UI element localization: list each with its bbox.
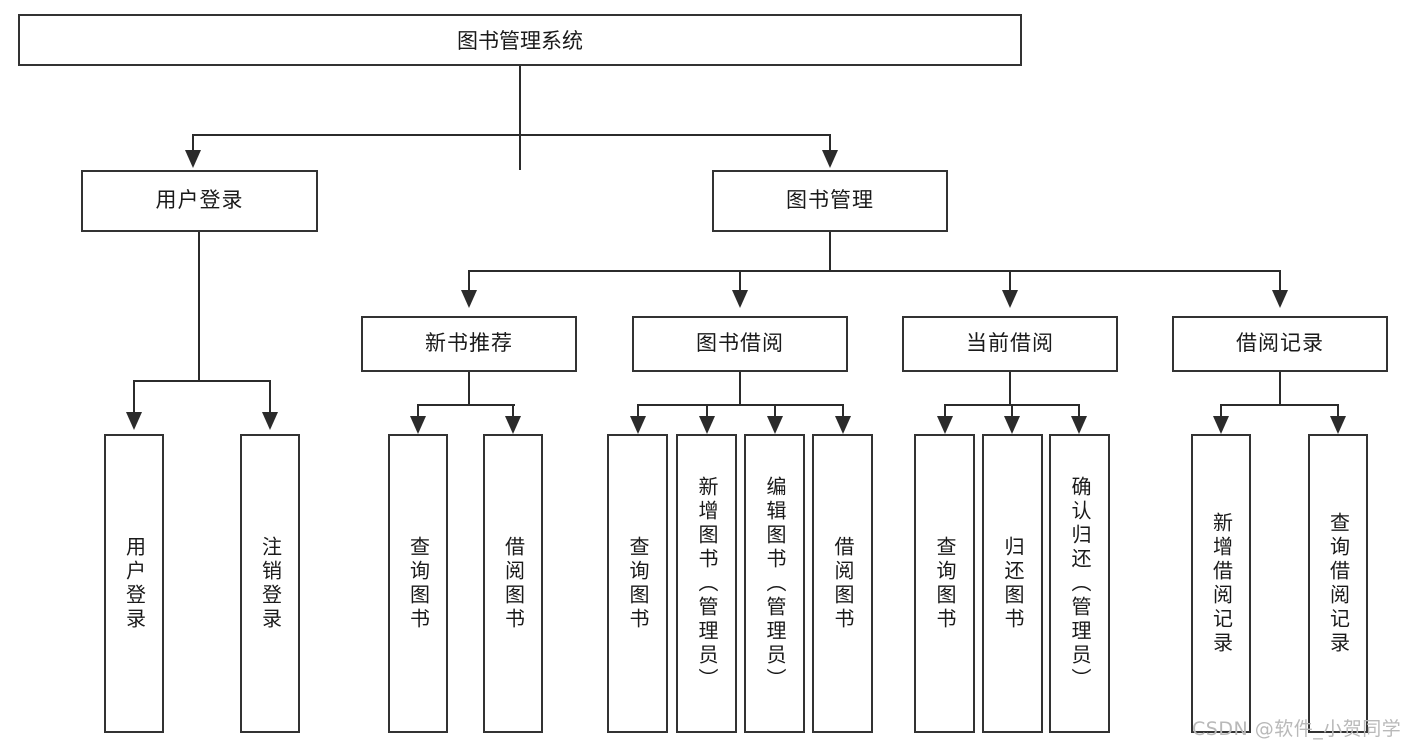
- connector-book-borrow-leaf-3: [842, 404, 844, 418]
- leaf-label: 借阅图书: [831, 535, 855, 632]
- connector-current-borrow-leaf-1: [1011, 404, 1013, 418]
- arrow-book-mgmt-to-book-borrow: [732, 290, 748, 308]
- node-label: 当前借阅: [966, 331, 1054, 356]
- connector-root-bus: [192, 134, 831, 136]
- connector-root-to-book-mgmt: [829, 134, 831, 152]
- arrow-borrow-record-leaf-1: [1330, 416, 1346, 434]
- node-label: 借阅记录: [1236, 331, 1324, 356]
- leaf-label: 新增图书（管理员）: [695, 475, 719, 692]
- leaf-current-borrow-2[interactable]: 确认归还（管理员）: [1049, 434, 1110, 733]
- leaf-new-book-recommend-0[interactable]: 查询图书: [388, 434, 448, 733]
- connector-user-login-bus: [133, 380, 270, 382]
- leaf-label: 确认归还（管理员）: [1068, 475, 1092, 692]
- connector-new-book-bus: [417, 404, 515, 406]
- leaf-label: 注销登录: [258, 535, 283, 632]
- connector-user-login-stem: [198, 232, 200, 382]
- node-label: 图书借阅: [696, 331, 784, 356]
- leaf-borrow-record-1[interactable]: 查询借阅记录: [1308, 434, 1368, 733]
- connector-current-borrow-stem: [1009, 372, 1011, 406]
- node-book-management[interactable]: 图书管理: [712, 170, 948, 232]
- arrow-book-mgmt-to-new-book: [461, 290, 477, 308]
- node-label: 新书推荐: [425, 331, 513, 356]
- arrow-new-book-leaf-0: [410, 416, 426, 434]
- arrow-book-borrow-leaf-3: [835, 416, 851, 434]
- arrow-root-to-user-login: [185, 150, 201, 168]
- connector-new-book-leaf-0: [417, 404, 419, 418]
- connector-book-mgmt-to-current-borrow: [1009, 270, 1011, 292]
- connector-book-borrow-bus: [637, 404, 844, 406]
- connector-book-mgmt-bus: [468, 270, 1280, 272]
- leaf-book-borrow-1[interactable]: 新增图书（管理员）: [676, 434, 737, 733]
- arrow-user-login-leaf-0: [126, 412, 142, 430]
- node-new-book-recommend[interactable]: 新书推荐: [361, 316, 577, 372]
- node-current-borrow[interactable]: 当前借阅: [902, 316, 1118, 372]
- leaf-label: 用户登录: [122, 535, 147, 632]
- leaf-user-login-0[interactable]: 用户登录: [104, 434, 164, 733]
- node-root-system[interactable]: 图书管理系统: [18, 14, 1022, 66]
- connector-new-book-stem: [468, 372, 470, 406]
- node-label: 用户登录: [155, 188, 244, 213]
- leaf-label: 查询图书: [626, 535, 650, 632]
- leaf-book-borrow-2[interactable]: 编辑图书（管理员）: [744, 434, 805, 733]
- arrow-book-mgmt-to-borrow-record: [1272, 290, 1288, 308]
- leaf-label: 归还图书: [1001, 535, 1025, 632]
- arrow-user-login-leaf-1: [262, 412, 278, 430]
- connector-new-book-leaf-1: [512, 404, 514, 418]
- leaf-label: 查询图书: [933, 535, 957, 632]
- leaf-current-borrow-0[interactable]: 查询图书: [914, 434, 975, 733]
- connector-book-mgmt-to-new-book: [468, 270, 470, 292]
- arrow-book-mgmt-to-current-borrow: [1002, 290, 1018, 308]
- leaf-user-login-1[interactable]: 注销登录: [240, 434, 300, 733]
- connector-borrow-record-leaf-1: [1337, 404, 1339, 418]
- arrow-book-borrow-leaf-1: [699, 416, 715, 434]
- node-label: 图书管理系统: [457, 29, 583, 53]
- arrow-borrow-record-leaf-0: [1213, 416, 1229, 434]
- arrow-current-borrow-leaf-0: [937, 416, 953, 434]
- arrow-root-to-book-mgmt: [822, 150, 838, 168]
- arrow-book-borrow-leaf-2: [767, 416, 783, 434]
- node-book-borrow[interactable]: 图书借阅: [632, 316, 848, 372]
- csdn-watermark: CSDN @软件_小贺同学: [1192, 718, 1402, 740]
- connector-book-mgmt-to-book-borrow: [739, 270, 741, 292]
- leaf-label: 新增借阅记录: [1209, 511, 1234, 656]
- leaf-label: 查询借阅记录: [1326, 511, 1351, 656]
- leaf-new-book-recommend-1[interactable]: 借阅图书: [483, 434, 543, 733]
- leaf-label: 编辑图书（管理员）: [763, 475, 787, 692]
- leaf-label: 借阅图书: [501, 535, 526, 632]
- arrow-new-book-leaf-1: [505, 416, 521, 434]
- connector-root-stem: [519, 66, 521, 170]
- connector-current-borrow-leaf-2: [1078, 404, 1080, 418]
- connector-book-borrow-stem: [739, 372, 741, 406]
- node-user-login[interactable]: 用户登录: [81, 170, 318, 232]
- arrow-book-borrow-leaf-0: [630, 416, 646, 434]
- leaf-book-borrow-0[interactable]: 查询图书: [607, 434, 668, 733]
- connector-borrow-record-bus: [1220, 404, 1339, 406]
- connector-book-mgmt-to-borrow-record: [1279, 270, 1281, 292]
- node-borrow-record[interactable]: 借阅记录: [1172, 316, 1388, 372]
- leaf-borrow-record-0[interactable]: 新增借阅记录: [1191, 434, 1251, 733]
- leaf-book-borrow-3[interactable]: 借阅图书: [812, 434, 873, 733]
- connector-book-borrow-leaf-1: [706, 404, 708, 418]
- node-label: 图书管理: [786, 188, 874, 213]
- connector-user-login-leaf-0: [133, 380, 135, 414]
- connector-current-borrow-leaf-0: [944, 404, 946, 418]
- connector-book-mgmt-stem: [829, 232, 831, 272]
- connector-book-borrow-leaf-2: [774, 404, 776, 418]
- connector-borrow-record-leaf-0: [1220, 404, 1222, 418]
- connector-book-borrow-leaf-0: [637, 404, 639, 418]
- leaf-current-borrow-1[interactable]: 归还图书: [982, 434, 1043, 733]
- connector-root-to-user-login: [192, 134, 194, 152]
- arrow-current-borrow-leaf-1: [1004, 416, 1020, 434]
- connector-user-login-leaf-1: [269, 380, 271, 414]
- leaf-label: 查询图书: [406, 535, 431, 632]
- arrow-current-borrow-leaf-2: [1071, 416, 1087, 434]
- connector-borrow-record-stem: [1279, 372, 1281, 406]
